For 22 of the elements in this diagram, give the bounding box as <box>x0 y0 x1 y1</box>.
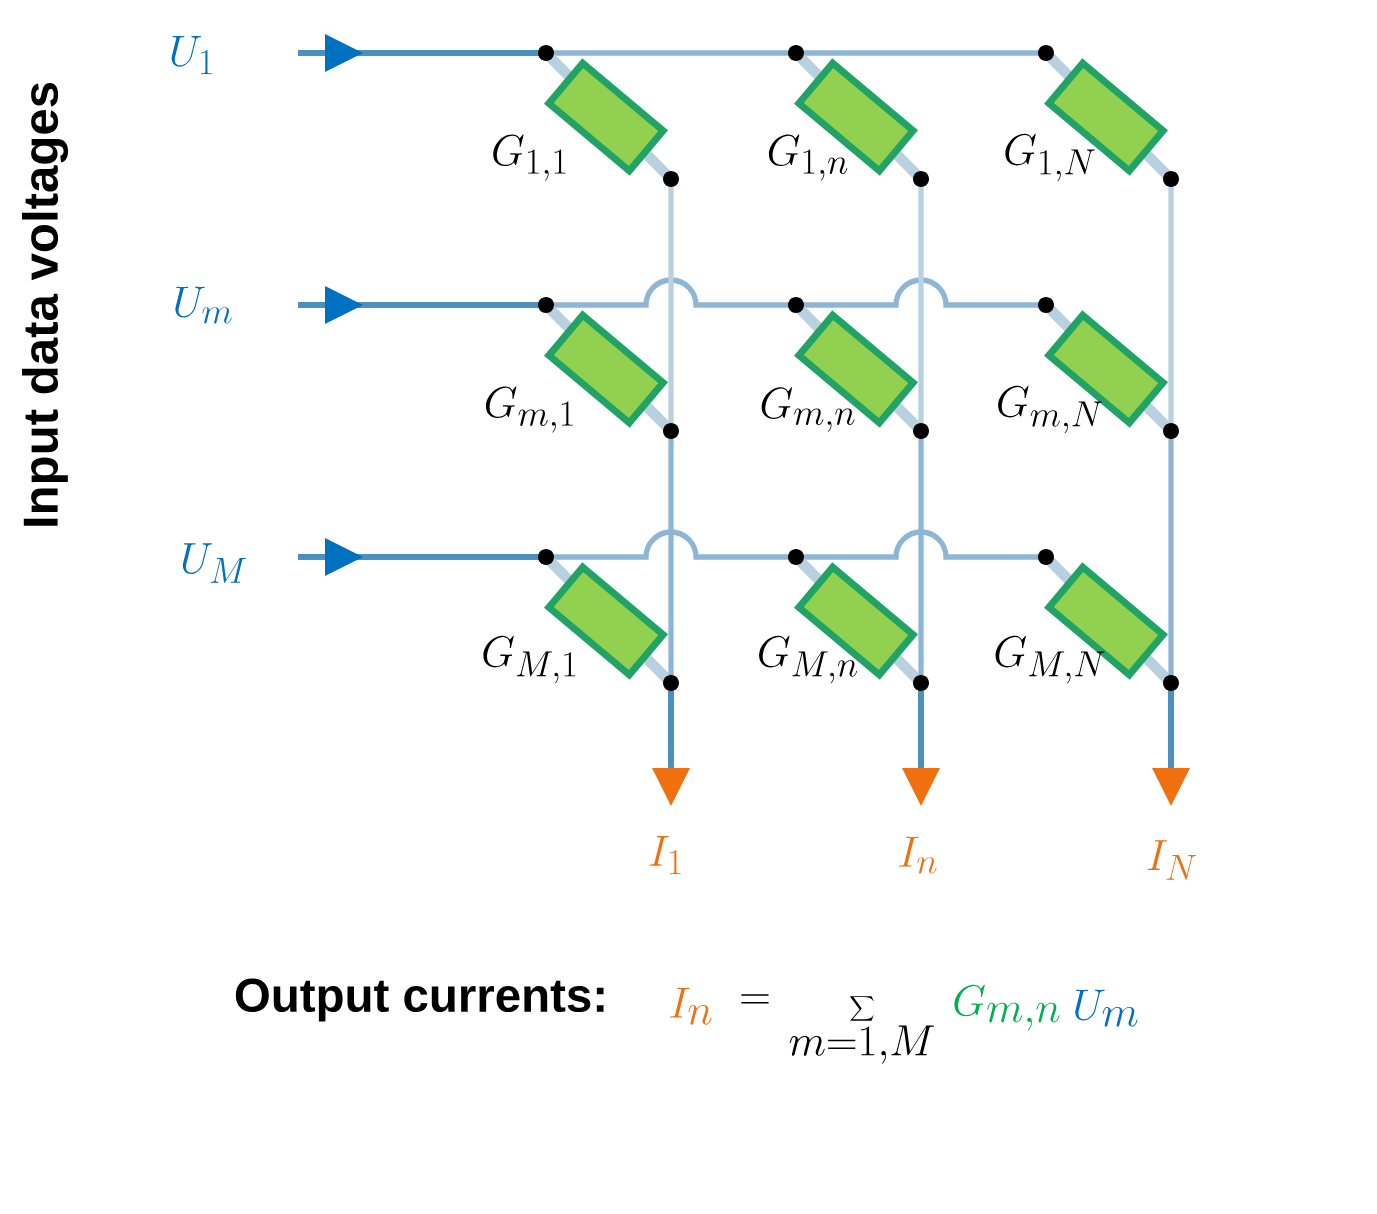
conductance-label: $G_{1, n}$ <box>768 134 848 181</box>
conductance-label: $G_{m, N}$ <box>998 385 1102 434</box>
formula-term: $G_{m,n}$ <box>954 984 1060 1031</box>
voltage-label: $U_1$ <box>171 35 212 75</box>
axis-title: Input data voltages <box>22 82 69 526</box>
formula-term: $I_n$ <box>670 987 712 1025</box>
voltage-label: $U_M$ <box>182 543 247 583</box>
formula-caption: Output currents: <box>235 978 604 1022</box>
voltage-label: $U_m$ <box>175 286 232 324</box>
conductance-label: $G_{m, 1}$ <box>485 386 573 433</box>
conductance-label: $G_{M, 1}$ <box>483 635 576 684</box>
current-label: $I_N$ <box>1147 840 1197 880</box>
conductance-label: $G_{m, n}$ <box>761 387 855 432</box>
current-label: $I_1$ <box>649 835 681 875</box>
current-label: $I_n$ <box>899 836 937 874</box>
conductance-label: $G_{M, n}$ <box>759 635 858 684</box>
formula-term: $U_m$ <box>1075 989 1138 1027</box>
summation-sign: $\sum_{m=1,M}$ <box>789 996 934 1064</box>
conductance-label: $G_{M, N}$ <box>995 635 1105 684</box>
conductance-label: $G_{1, 1}$ <box>493 134 566 181</box>
conductance-label: $G_{1, N}$ <box>1005 133 1095 182</box>
formula-sign: $=$ <box>741 994 769 1004</box>
